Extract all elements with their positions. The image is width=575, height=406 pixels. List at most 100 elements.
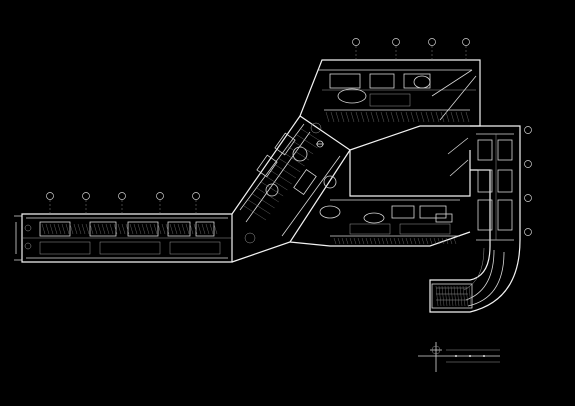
hatch-line <box>440 111 445 123</box>
hatch-line <box>69 223 74 235</box>
hatch-line <box>81 223 86 235</box>
connector-hatch <box>243 127 322 221</box>
hatch-line <box>444 285 448 307</box>
north-wing-rooms <box>329 69 477 121</box>
left-wing <box>14 192 233 263</box>
hatch-line <box>370 111 375 123</box>
hatch-line <box>73 223 78 235</box>
central-body <box>289 150 471 247</box>
hatch-line <box>117 223 122 235</box>
hatch-line <box>450 285 454 307</box>
hatch-line <box>213 223 218 235</box>
hatch-line <box>49 223 54 235</box>
hatch-line <box>380 111 385 123</box>
hatch-line <box>447 285 451 307</box>
hatch-line <box>385 237 389 245</box>
grid-bubble <box>118 192 126 200</box>
hatch-line <box>209 223 214 235</box>
grid-bubble <box>524 160 532 168</box>
hatch-line <box>97 223 102 235</box>
hatch-line <box>413 237 417 245</box>
hatch-line <box>385 111 390 123</box>
hatch-line <box>161 223 166 235</box>
hatch-line <box>169 223 174 235</box>
hatch-line <box>405 111 410 123</box>
east-wing-grid-markers <box>524 126 532 236</box>
hatch-line <box>252 193 275 209</box>
hatch-line <box>409 237 413 245</box>
hatch-line <box>201 223 206 235</box>
diagonal-connector <box>231 115 351 263</box>
hatch-line <box>453 285 457 307</box>
hatch-line <box>109 223 114 235</box>
hatch-line <box>101 223 106 235</box>
hatch-line <box>145 223 150 235</box>
hatch-line <box>165 223 170 235</box>
hatch-line <box>53 223 58 235</box>
central-body-hatch <box>333 237 457 245</box>
east-wing-rooms <box>447 137 513 231</box>
hatch-line <box>141 223 146 235</box>
left-wing-grid-markers <box>46 192 200 214</box>
hatch-line <box>445 111 450 123</box>
east-wing <box>429 125 532 313</box>
hatch-line <box>410 111 415 123</box>
north-wing-hatch <box>325 111 470 123</box>
hatch-line <box>341 237 345 245</box>
hatch-line <box>420 111 425 123</box>
hatch-line <box>465 111 470 123</box>
hatch-line <box>149 223 154 235</box>
hatch-line <box>181 223 186 235</box>
hatch-line <box>365 237 369 245</box>
hatch-line <box>355 111 360 123</box>
elevator-symbol <box>316 140 324 148</box>
hatch-line <box>77 223 82 235</box>
hatch-line <box>189 223 194 235</box>
hatch-line <box>340 111 345 123</box>
hatch-line <box>429 237 433 245</box>
hatch-line <box>361 237 365 245</box>
hatch-line <box>395 111 400 123</box>
hatch-line <box>278 157 301 173</box>
hatch-line <box>400 111 405 123</box>
hatch-line <box>425 111 430 123</box>
hatch-line <box>269 169 292 185</box>
hatch-line <box>153 223 158 235</box>
hatch-line <box>157 223 162 235</box>
hatch-line <box>173 223 178 235</box>
hatch-line <box>265 175 288 191</box>
grid-bubble <box>428 38 436 46</box>
hatch-line <box>65 223 70 235</box>
hatch-line <box>261 181 284 197</box>
hatch-line <box>438 285 442 307</box>
hatch-line <box>455 111 460 123</box>
drawing-key <box>418 342 500 372</box>
north-wing-grid-markers <box>352 38 470 60</box>
east-wing-hatch <box>435 285 472 307</box>
hatch-line <box>350 111 355 123</box>
hatch-line <box>193 223 198 235</box>
hatch-line <box>85 223 90 235</box>
hatch-line <box>465 285 469 307</box>
hatch-line <box>421 237 425 245</box>
hatch-line <box>185 223 190 235</box>
hatch-line <box>430 111 435 123</box>
hatch-line <box>248 199 271 215</box>
hatch-line <box>441 237 445 245</box>
grid-bubble <box>462 38 470 46</box>
hatch-line <box>435 111 440 123</box>
hatch-line <box>125 223 130 235</box>
grid-bubble <box>352 38 360 46</box>
hatch-line <box>460 111 465 123</box>
hatch-line <box>291 139 314 155</box>
hatch-line <box>459 285 463 307</box>
hatch-line <box>417 237 421 245</box>
hatch-line <box>137 223 142 235</box>
hatch-line <box>333 237 337 245</box>
hatch-line <box>453 237 457 245</box>
grid-bubble <box>82 192 90 200</box>
hatch-line <box>205 223 210 235</box>
hatch-line <box>401 237 405 245</box>
hatch-line <box>93 223 98 235</box>
